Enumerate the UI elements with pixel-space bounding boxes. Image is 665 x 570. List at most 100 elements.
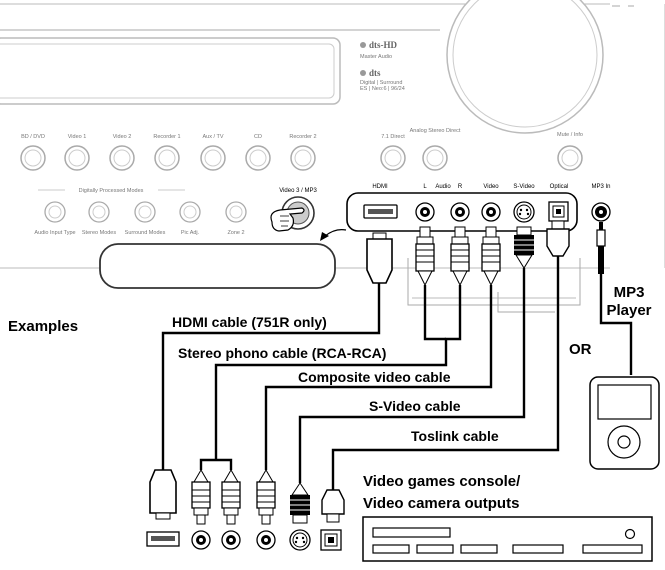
device-port-strip bbox=[146, 529, 342, 551]
mp3-player-icon bbox=[589, 376, 660, 470]
button-recorder-1[interactable]: Recorder 1 bbox=[153, 134, 181, 171]
button-pic-adj[interactable]: Pic Adj. bbox=[179, 201, 201, 236]
hdmi-cable-line bbox=[161, 283, 381, 470]
cable-lines bbox=[161, 256, 633, 490]
audio-r-port bbox=[450, 202, 470, 222]
toslink-cable-line bbox=[331, 256, 560, 490]
stereo-cable-line bbox=[214, 347, 448, 460]
svg-text:ES | Neo:6 | 96/24: ES | Neo:6 | 96/24 bbox=[360, 86, 405, 92]
video-plug-bottom bbox=[256, 469, 276, 525]
button-bd-dvd[interactable]: BD / DVD bbox=[20, 134, 46, 171]
mp3-plug-top bbox=[596, 222, 606, 274]
rca-plug-l-bottom bbox=[191, 469, 211, 525]
button-video-1[interactable]: Video 1 bbox=[64, 134, 90, 171]
optical-plug-top bbox=[546, 220, 570, 257]
device-optical-port bbox=[320, 529, 342, 551]
receiver-front-panel: dts-HD Master Audio dts Digital | Surrou… bbox=[0, 0, 665, 313]
dts-logo: dts Digital | Surround ES | Neo:6 | 96/2… bbox=[360, 68, 405, 92]
mp3-player-label-line2: Player bbox=[606, 302, 651, 319]
stereo-cable-line-l bbox=[423, 285, 446, 341]
svg-text:Stereo Modes: Stereo Modes bbox=[82, 230, 116, 236]
bottom-plugs bbox=[149, 469, 345, 525]
panel-plugs bbox=[366, 220, 606, 287]
examples-heading: Examples bbox=[8, 318, 78, 335]
svg-text:7.1 Direct: 7.1 Direct bbox=[381, 134, 405, 140]
button-7-1-direct[interactable]: 7.1 Direct bbox=[380, 134, 406, 171]
svideo-plug-bottom bbox=[290, 482, 310, 524]
button-stereo-modes[interactable]: Stereo Modes bbox=[82, 201, 116, 236]
input-connector-panel: HDMI L Audio R Video S-Video Optical MP3… bbox=[346, 184, 611, 232]
cable-label-svideo: S-Video cable bbox=[369, 398, 461, 414]
cable-label-toslink: Toslink cable bbox=[411, 428, 499, 444]
button-mute-info[interactable]: Mute / Info bbox=[557, 132, 583, 171]
svg-text:Zone 2: Zone 2 bbox=[227, 230, 244, 236]
mp3-player-label-line1: MP3 bbox=[614, 284, 645, 301]
cable-label-composite: Composite video cable bbox=[298, 369, 451, 385]
mp3-in-jack bbox=[591, 202, 611, 222]
rca-plug-l-top bbox=[415, 226, 435, 287]
device-hdmi-port bbox=[146, 531, 180, 547]
cable-label-stereo: Stereo phono cable (RCA-RCA) bbox=[178, 345, 386, 361]
video-plug-top bbox=[481, 226, 501, 287]
button-zone-2[interactable]: Zone 2 bbox=[225, 201, 247, 236]
svg-text:Master Audio: Master Audio bbox=[360, 54, 392, 60]
pointing-finger-icon bbox=[270, 207, 305, 232]
svideo-cable-line bbox=[298, 268, 526, 483]
device-label-line2: Video camera outputs bbox=[363, 495, 519, 512]
svideo-port bbox=[513, 201, 535, 223]
button-audio-input-type[interactable]: Audio Input Type bbox=[34, 201, 76, 236]
device-svideo-port bbox=[289, 529, 311, 551]
svg-text:Video: Video bbox=[483, 184, 499, 190]
svg-text:Optical: Optical bbox=[550, 184, 569, 190]
digitally-processed-modes-group: Digitally Processed Modes Audio Input Ty… bbox=[34, 188, 247, 236]
optical-plug-bottom bbox=[321, 489, 345, 523]
hdmi-plug-top bbox=[366, 232, 393, 284]
svg-text:dts: dts bbox=[369, 68, 381, 78]
button-analog-stereo-direct[interactable]: Analog Stereo Direct bbox=[410, 128, 461, 171]
svg-text:Digital | Surround: Digital | Surround bbox=[360, 80, 402, 86]
mp3-cable-line bbox=[599, 274, 633, 375]
rca-plug-r-bottom bbox=[221, 469, 241, 525]
button-aux-tv[interactable]: Aux / TV bbox=[200, 134, 226, 171]
svg-text:Aux / TV: Aux / TV bbox=[203, 134, 224, 140]
volume-knob[interactable] bbox=[446, 0, 604, 134]
dts-hd-logo: dts-HD Master Audio bbox=[360, 40, 398, 60]
device-audio-r-port bbox=[221, 530, 241, 550]
svg-text:CD: CD bbox=[254, 134, 262, 140]
button-surround-modes[interactable]: Surround Modes bbox=[125, 201, 166, 236]
svg-text:L: L bbox=[423, 184, 427, 190]
svg-text:Video 2: Video 2 bbox=[113, 134, 132, 140]
button-cd[interactable]: CD bbox=[245, 134, 271, 171]
svideo-plug-top bbox=[514, 226, 534, 269]
display-window bbox=[0, 37, 341, 105]
video-port bbox=[481, 202, 501, 222]
svg-text:Pic Adj.: Pic Adj. bbox=[181, 230, 200, 236]
svg-text:Recorder 2: Recorder 2 bbox=[289, 134, 316, 140]
svg-text:HDMI: HDMI bbox=[372, 184, 388, 190]
stereo-split-line bbox=[199, 458, 233, 470]
svg-text:Audio Input Type: Audio Input Type bbox=[34, 230, 75, 236]
svg-text:R: R bbox=[458, 184, 463, 190]
button-video-2[interactable]: Video 2 bbox=[109, 134, 135, 171]
device-label-line1: Video games console/ bbox=[363, 473, 521, 490]
svg-text:Mute / Info: Mute / Info bbox=[557, 132, 583, 138]
button-recorder-2[interactable]: Recorder 2 bbox=[289, 134, 317, 171]
composite-cable-line bbox=[264, 285, 493, 470]
audio-l-port bbox=[415, 202, 435, 222]
svg-text:Surround Modes: Surround Modes bbox=[125, 230, 166, 236]
svg-text:S-Video: S-Video bbox=[513, 184, 535, 190]
svg-text:Video 3 / MP3: Video 3 / MP3 bbox=[279, 188, 317, 194]
hdmi-plug-bottom bbox=[149, 469, 177, 520]
device-video-port bbox=[256, 530, 276, 550]
svg-text:Recorder 1: Recorder 1 bbox=[153, 134, 180, 140]
top-button-row: BD / DVD Video 1 Video 2 Recorder 1 Aux … bbox=[20, 128, 583, 171]
svg-text:Audio: Audio bbox=[435, 184, 451, 190]
svg-text:Analog Stereo Direct: Analog Stereo Direct bbox=[410, 128, 461, 134]
game-console-icon bbox=[362, 516, 653, 562]
svg-text:dts-HD: dts-HD bbox=[369, 40, 398, 50]
hdmi-port bbox=[363, 204, 398, 219]
cable-label-hdmi: HDMI cable (751R only) bbox=[172, 314, 327, 330]
svg-text:Digitally Processed Modes: Digitally Processed Modes bbox=[79, 188, 144, 194]
curved-arrow-icon bbox=[320, 229, 347, 241]
